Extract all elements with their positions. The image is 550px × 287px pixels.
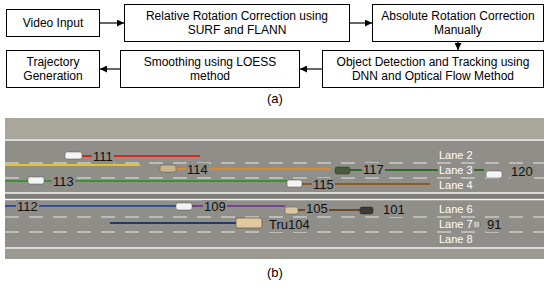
box-text: Object Detection and Tracking using DNN … bbox=[323, 51, 543, 87]
process-box: Object Detection and Tracking using DNN … bbox=[322, 50, 544, 88]
process-box: Trajectory Generation bbox=[6, 50, 100, 88]
vehicle-id: 117 bbox=[362, 163, 385, 177]
process-box: Video Input bbox=[6, 9, 100, 37]
vehicle-id: Tru104 bbox=[268, 218, 311, 232]
car bbox=[360, 207, 373, 214]
panel-label: (a) bbox=[266, 92, 284, 106]
car bbox=[285, 207, 298, 214]
truck bbox=[236, 218, 262, 228]
panel-label: (b) bbox=[266, 266, 284, 280]
box-text: Trajectory Generation bbox=[7, 51, 99, 87]
car bbox=[65, 152, 82, 159]
trajectory-line bbox=[5, 164, 140, 166]
vehicle-id: 115 bbox=[312, 178, 335, 192]
flow-arrow bbox=[100, 68, 120, 69]
car bbox=[335, 167, 350, 174]
box-text: Absolute Rotation Correction Manually bbox=[373, 5, 543, 41]
vehicle-id: 111 bbox=[92, 150, 114, 164]
road-shoulder bbox=[5, 118, 544, 139]
median-strip bbox=[5, 194, 544, 199]
process-box: Absolute Rotation Correction Manually bbox=[372, 4, 544, 42]
lane-label: Lane 3 bbox=[438, 164, 474, 177]
vehicle-id: 114 bbox=[186, 163, 209, 177]
lane-label: Lane 4 bbox=[438, 179, 474, 192]
vehicle-id: 113 bbox=[52, 175, 75, 189]
process-box: Smoothing using LOESS method bbox=[120, 50, 300, 88]
vehicle-id: 120 bbox=[510, 165, 534, 179]
car bbox=[287, 180, 302, 187]
lane-label: Lane 2 bbox=[438, 149, 474, 162]
flow-arrow bbox=[100, 22, 124, 23]
lane-edge-line bbox=[5, 247, 544, 249]
trajectory-line bbox=[110, 222, 236, 224]
flow-arrow bbox=[350, 22, 372, 23]
car bbox=[176, 203, 192, 210]
lane-edge-line bbox=[5, 192, 544, 194]
vehicle-id: 109 bbox=[203, 200, 227, 214]
vehicle-id: 101 bbox=[382, 203, 406, 217]
road-surface bbox=[5, 118, 544, 259]
vehicle-id: 105 bbox=[305, 202, 329, 216]
flow-arrow bbox=[300, 68, 322, 69]
box-text: Smoothing using LOESS method bbox=[121, 51, 299, 87]
car bbox=[486, 171, 502, 178]
lane-label: Lane 7 bbox=[438, 218, 474, 231]
lane-edge-line bbox=[5, 139, 544, 141]
lane-label: Lane 6 bbox=[438, 203, 474, 216]
trajectory-line bbox=[5, 180, 287, 182]
lane-label: Lane 8 bbox=[438, 233, 474, 246]
vehicle-id: 91 bbox=[486, 218, 502, 232]
box-text: Video Input bbox=[7, 12, 99, 34]
vehicle-id: 112 bbox=[16, 200, 39, 214]
car bbox=[28, 177, 44, 184]
box-text: Relative Rotation Correction using SURF … bbox=[125, 5, 349, 41]
road-shoulder bbox=[5, 249, 544, 259]
process-box: Relative Rotation Correction using SURF … bbox=[124, 4, 350, 42]
car bbox=[160, 165, 176, 172]
lane-edge-line bbox=[5, 199, 544, 201]
flow-arrow bbox=[457, 42, 458, 50]
